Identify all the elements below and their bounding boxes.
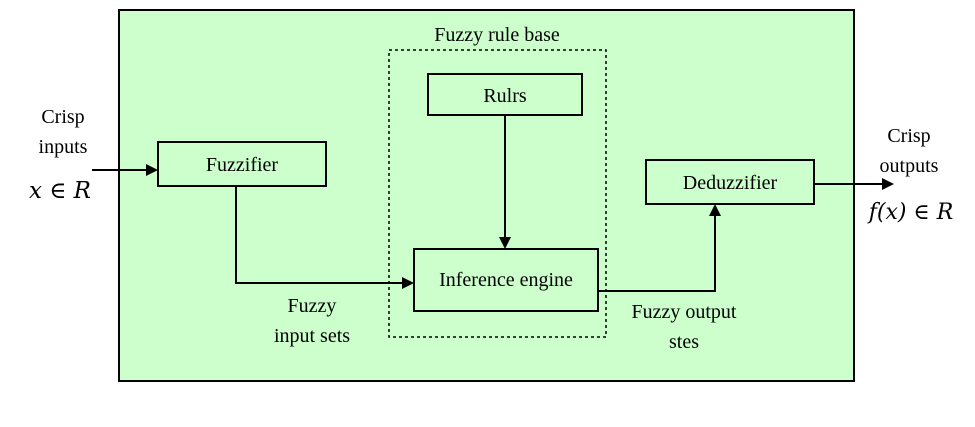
fuzzy-input-sets-line2: input sets xyxy=(274,325,350,347)
rules-box xyxy=(427,73,583,116)
output-math-label: f(x) ∈ R xyxy=(867,200,954,225)
fuzzifier-box xyxy=(157,141,327,187)
rules-label: Rulrs xyxy=(483,85,527,107)
crisp-inputs-line2: inputs xyxy=(39,136,88,158)
inference-engine-label: Inference engine xyxy=(439,269,573,291)
defuzzifier-label: Deduzzifier xyxy=(683,172,778,194)
fuzzifier-label: Fuzzifier xyxy=(206,154,279,176)
inference-engine-box xyxy=(413,248,599,312)
fuzzy-output-sets-line1: Fuzzy output xyxy=(632,301,737,323)
crisp-inputs-line1: Crisp xyxy=(41,106,84,128)
crisp-outputs-line1: Crisp xyxy=(887,125,930,147)
crisp-outputs-line2: outputs xyxy=(880,155,939,177)
fuzzy-output-sets-line2: stes xyxy=(669,331,699,353)
input-math-label: x ∈ R xyxy=(29,178,91,204)
defuzzifier-box xyxy=(645,159,815,205)
fuzzifier-to-inference-arrow xyxy=(235,187,414,289)
fuzzy-input-sets-line1: Fuzzy xyxy=(288,295,337,317)
rule-base-container xyxy=(388,49,607,338)
inference-to-defuzzifier-arrow xyxy=(599,204,721,292)
rule-base-label: Fuzzy rule base xyxy=(434,24,560,46)
